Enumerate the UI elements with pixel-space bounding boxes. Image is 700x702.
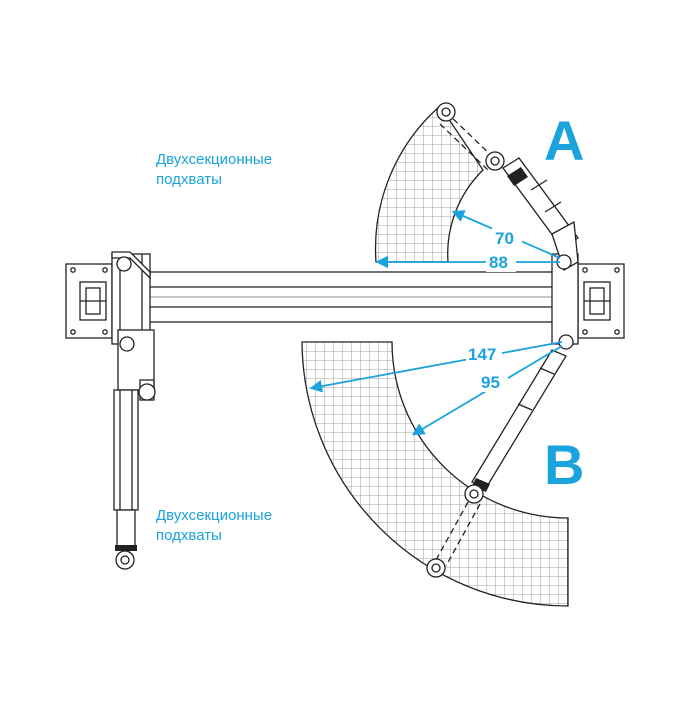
left-arm [111,251,156,570]
bottom-caption-line2: подхваты [156,527,222,544]
section-label-b: B [544,433,584,496]
top-caption-line2: подхваты [156,171,222,188]
dim-label-b-outer: 147 [468,345,496,364]
arm-a [436,102,579,271]
dim-label-a-inner: 70 [495,229,514,248]
dim-arrow-b-outer [309,341,563,393]
dim-label-b-inner: 95 [481,373,500,392]
bottom-caption-line1: Двухсекционные [156,507,272,524]
section-label-a: A [544,109,584,172]
dim-label-a-outer: 88 [489,253,508,272]
top-caption-line1: Двухсекционные [156,151,272,168]
main-beam [111,271,573,323]
sweep-zone-a [374,105,484,263]
arm-b [426,334,574,578]
left-post [65,253,151,345]
